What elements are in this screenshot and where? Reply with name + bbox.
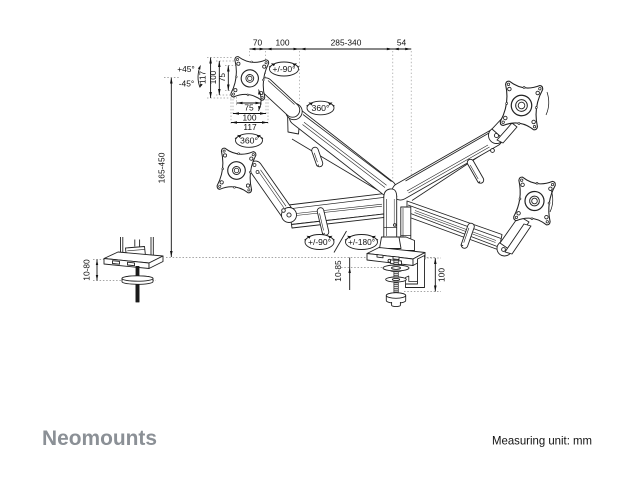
svg-text:117: 117 — [199, 71, 208, 84]
svg-text:+/-90°: +/-90° — [308, 238, 331, 247]
svg-text:Neomounts: Neomounts — [42, 426, 157, 450]
svg-text:360°: 360° — [312, 104, 330, 113]
svg-text:54: 54 — [397, 38, 407, 48]
svg-text:100: 100 — [276, 38, 290, 48]
svg-text:100: 100 — [209, 70, 218, 84]
svg-text:+/-180°: +/-180° — [348, 238, 375, 247]
svg-text:75: 75 — [244, 103, 254, 113]
svg-text:70: 70 — [253, 38, 263, 48]
svg-text:100: 100 — [243, 113, 257, 123]
svg-text:360°: 360° — [240, 136, 258, 145]
svg-text:100: 100 — [437, 268, 447, 282]
svg-text:165-450: 165-450 — [157, 152, 167, 183]
svg-text:Measuring unit: mm: Measuring unit: mm — [492, 434, 592, 448]
svg-text:10-80: 10-80 — [82, 259, 92, 281]
svg-text:-45°: -45° — [179, 79, 194, 89]
svg-text:10-85: 10-85 — [333, 260, 343, 282]
svg-text:285-340: 285-340 — [331, 38, 362, 48]
svg-text:+/-90°: +/-90° — [273, 65, 296, 74]
svg-text:75: 75 — [218, 73, 227, 83]
svg-text:+45°: +45° — [177, 64, 195, 74]
svg-text:117: 117 — [243, 122, 257, 132]
